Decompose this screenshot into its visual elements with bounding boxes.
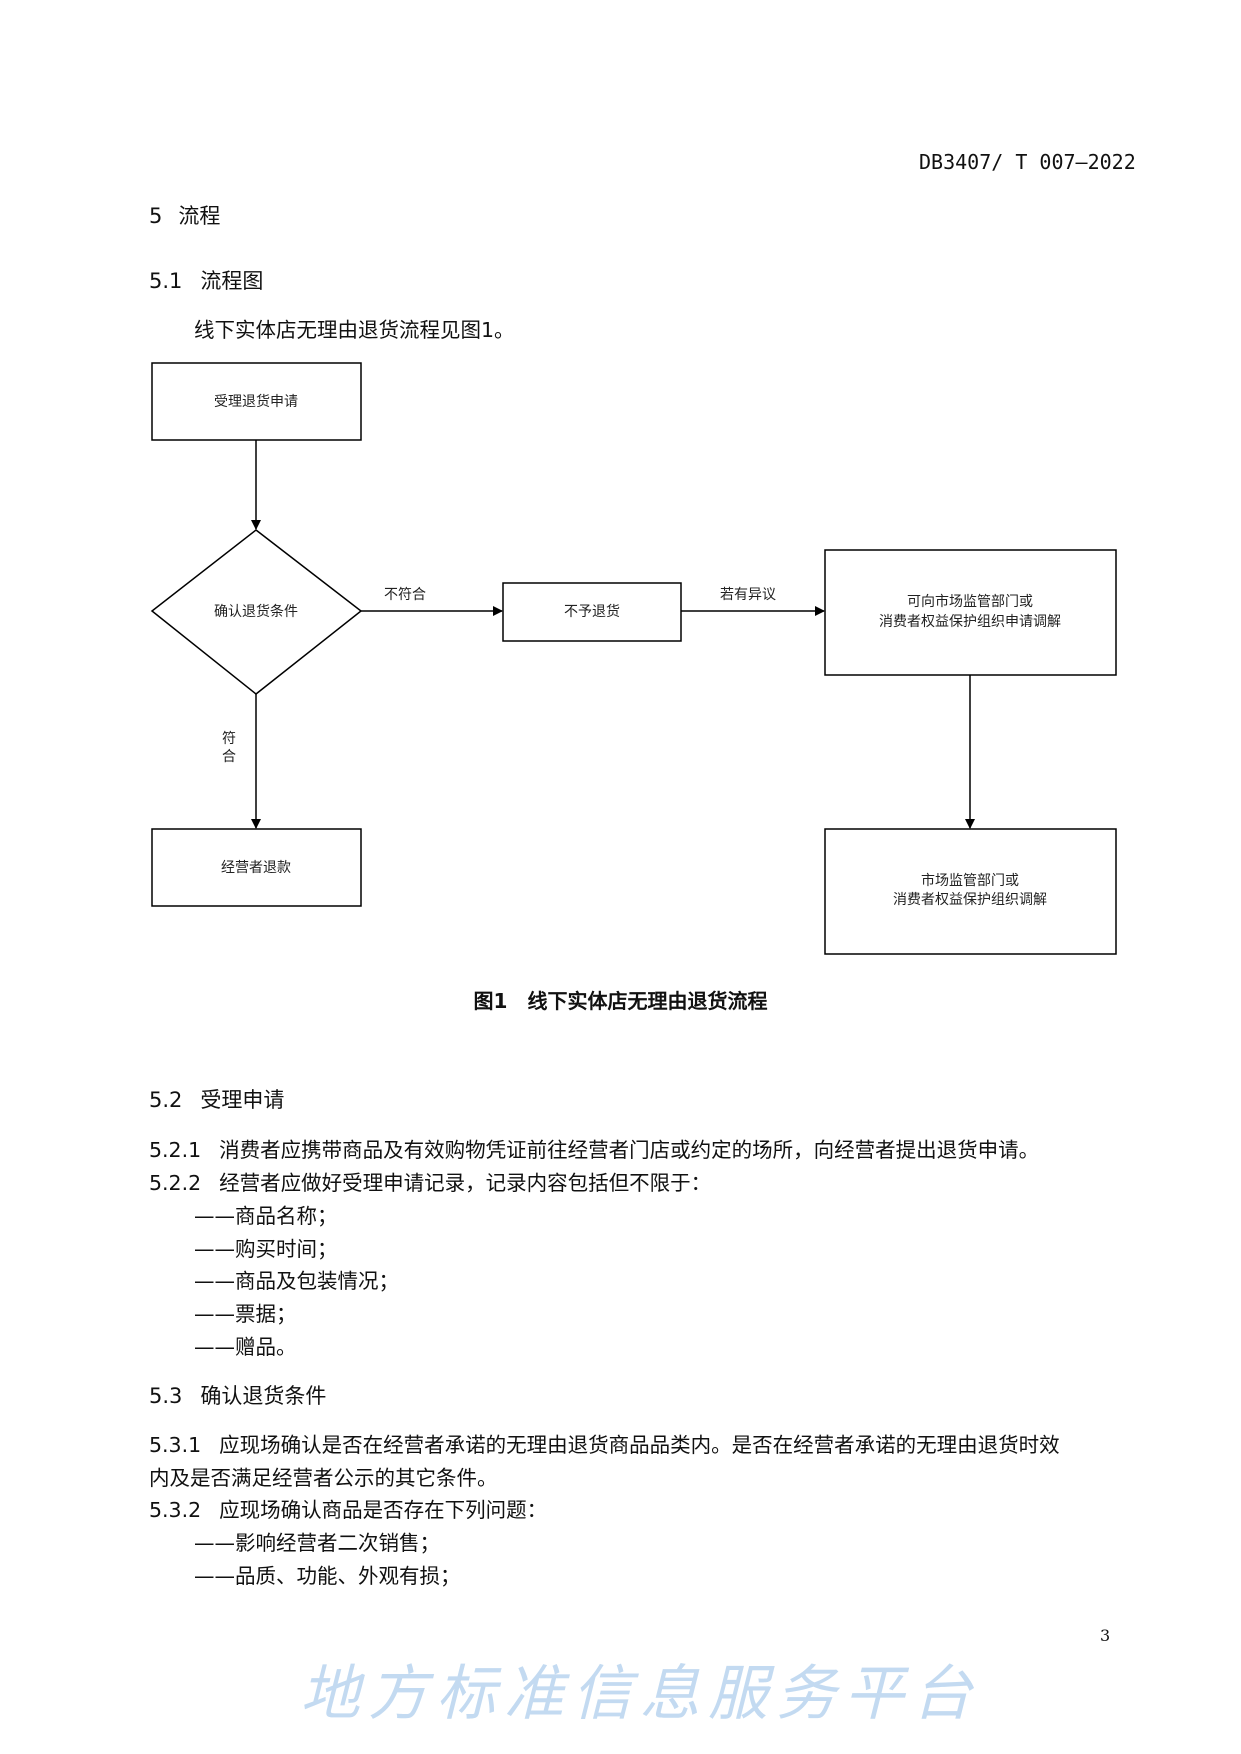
yes-label-1: 符	[222, 731, 236, 747]
apply-mediation-box	[824, 549, 1117, 676]
section-title: 流程图	[200, 269, 264, 293]
figure-caption: 图1 线下实体店无理由退货流程	[473, 989, 768, 1013]
decision-label: 确认退货条件	[214, 603, 298, 620]
list-item: ——赠品。	[194, 1335, 297, 1359]
section-number: 5.3	[149, 1384, 183, 1408]
intro-paragraph: 线下实体店无理由退货流程见图1。	[194, 318, 515, 342]
watermark: 地方标准信息服务平台	[300, 1659, 980, 1729]
section-5-3-heading: 5.3 确认退货条件	[149, 1386, 326, 1407]
document-number: DB3407/ T 007—2022	[919, 150, 1136, 174]
start-label: 受理退货申请	[214, 393, 298, 410]
section-title: 确认退货条件	[200, 1384, 327, 1408]
mediation-label-line2: 消费者权益保护组织调解	[893, 892, 1047, 908]
page-number: 3	[1100, 1626, 1111, 1645]
mediation-label-line1: 市场监管部门或	[921, 872, 1019, 889]
section-number: 5	[149, 204, 163, 228]
clause-text: 应现场确认商品是否存在下列问题：	[219, 1498, 548, 1522]
section-5-1-heading: 5.1 流程图	[149, 271, 263, 292]
section-5-2-heading: 5.2 受理申请	[149, 1090, 284, 1111]
list-item: ——商品及包装情况；	[194, 1269, 399, 1293]
clause-5-2-1: 5.2.1 消费者应携带商品及有效购物凭证前往经营者门店或约定的场所，向经营者提出…	[149, 1140, 1039, 1161]
clause-5-3-2: 5.3.2 应现场确认商品是否存在下列问题：	[149, 1500, 547, 1521]
yes-label-2: 合	[222, 749, 236, 765]
list-item: ——影响经营者二次销售；	[194, 1531, 440, 1555]
clause-number: 5.2.1	[149, 1138, 202, 1162]
list-item: ——商品名称；	[194, 1204, 338, 1228]
clause-number: 5.2.2	[149, 1171, 202, 1195]
section-number: 5.2	[149, 1088, 183, 1112]
clause-number: 5.3.2	[149, 1498, 202, 1522]
list-item: ——票据；	[194, 1302, 297, 1326]
clause-5-3-1: 5.3.1 应现场确认是否在经营者承诺的无理由退货商品品类内。是否在经营者承诺的无…	[149, 1435, 1060, 1456]
clause-text: 经营者应做好受理申请记录，记录内容包括但不限于：	[219, 1171, 712, 1195]
section-title: 流程	[178, 204, 221, 228]
clause-number: 5.3.1	[149, 1433, 202, 1457]
mediation-box	[824, 828, 1117, 955]
list-item: ——购买时间；	[194, 1237, 338, 1261]
refund-label: 经营者退款	[221, 860, 291, 876]
list-item: ——品质、功能、外观有损；	[194, 1564, 461, 1588]
section-number: 5.1	[149, 269, 183, 293]
reject-label: 不予退货	[564, 603, 620, 620]
section-5-heading: 5 流程	[149, 206, 220, 227]
clause-text: 消费者应携带商品及有效购物凭证前往经营者门店或约定的场所，向经营者提出退货申请。	[219, 1138, 1040, 1162]
clause-5-3-1-continued: 内及是否满足经营者公示的其它条件。	[149, 1466, 498, 1490]
reject-box	[502, 582, 682, 642]
dispute-label: 若有异议	[720, 587, 776, 603]
apply-label-line1: 可向市场监管部门或	[907, 593, 1033, 610]
refund-box	[151, 828, 362, 907]
clause-5-2-2: 5.2.2 经营者应做好受理申请记录，记录内容包括但不限于：	[149, 1173, 711, 1194]
flowchart: 受理退货申请 确认退货条件 不符合 不予退货 若有异议 可向市场监管部门或 消费…	[150, 362, 1117, 955]
clause-text: 应现场确认是否在经营者承诺的无理由退货商品品类内。是否在经营者承诺的无理由退货时…	[219, 1433, 1060, 1457]
apply-label-line2: 消费者权益保护组织申请调解	[879, 614, 1061, 630]
section-title: 受理申请	[200, 1088, 285, 1112]
no-label: 不符合	[384, 587, 426, 603]
